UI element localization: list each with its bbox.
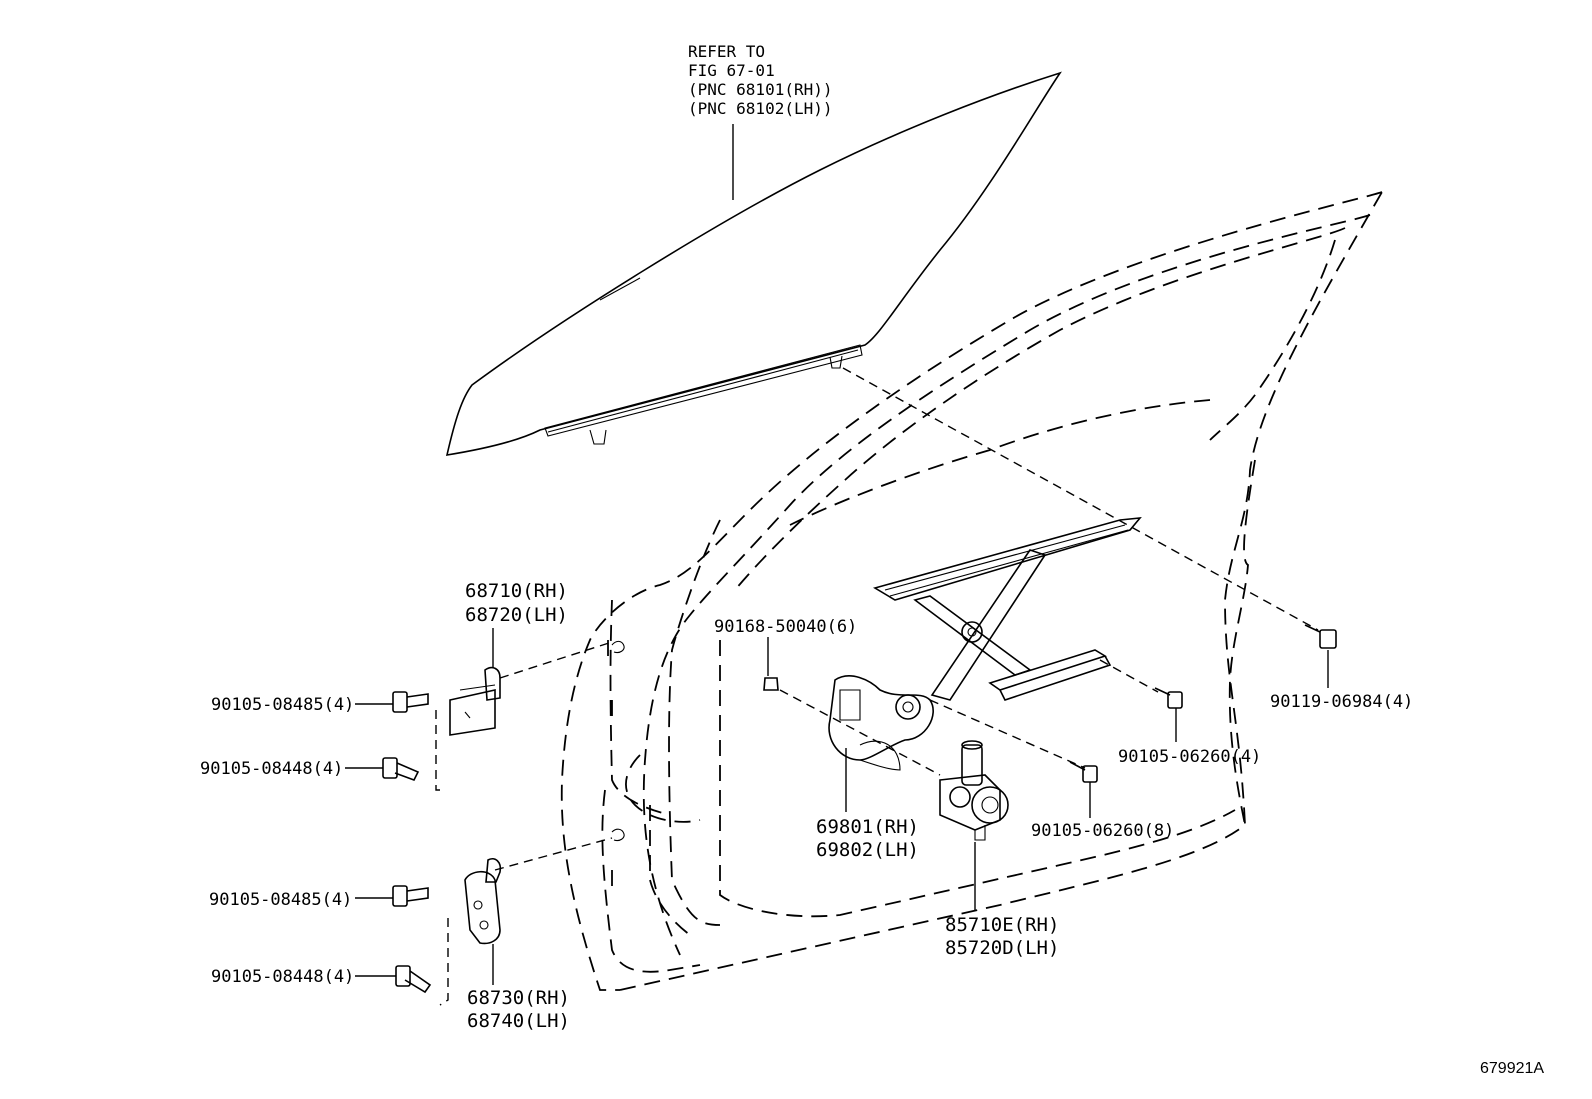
refer-label-line4: (PNC 68102(LH)) [688,99,833,118]
door-outline [560,191,1383,991]
regulator-part-rh[interactable]: 69801(RH) [816,816,919,838]
bolt-right-part[interactable]: 90119-06984(4) [1270,692,1414,712]
hinge-upper-part-rh[interactable]: 68710(RH) [465,580,568,602]
refer-label-line2: FIG 67-01 [688,61,775,80]
hinge-lower-part-rh[interactable]: 68730(RH) [467,987,570,1009]
bolt-regulator-part[interactable]: 90105-06260(4) [1118,747,1262,767]
motor-part-lh[interactable]: 85720D(LH) [945,937,1060,959]
regulator-motor[interactable] [939,740,1009,841]
bolt-icon-right [1304,624,1337,649]
refer-label-line3: (PNC 68101(RH)) [688,80,833,99]
bolt-lower-2-part[interactable]: 90105-08448(4) [211,967,355,987]
screw-top-part[interactable]: 90168-50040(6) [714,617,858,637]
bolt-icon-regulator [1154,687,1183,709]
window-regulator[interactable] [828,517,1142,771]
bolt-upper-1-part[interactable]: 90105-08485(4) [211,695,355,715]
bolt-motor-part[interactable]: 90105-06260(8) [1031,821,1175,841]
bolt-lower-1-part[interactable]: 90105-08485(4) [209,890,353,910]
hinge-lower-part-lh[interactable]: 68740(LH) [467,1010,570,1032]
bolt-icon-lower-2 [395,965,432,994]
hinge-upper-part-lh[interactable]: 68720(LH) [465,604,568,626]
figure-id: 679921A [1480,1060,1545,1077]
bolt-icon-motor [1069,761,1098,783]
door-glass[interactable] [445,71,1062,456]
lower-hinge[interactable] [464,857,502,945]
bolt-icon-upper-1 [392,691,429,713]
bolt-icon-upper-2 [382,757,420,781]
bolt-upper-2-part[interactable]: 90105-08448(4) [200,759,344,779]
regulator-part-lh[interactable]: 69802(LH) [816,839,919,861]
leader-lines [345,124,1329,1006]
upper-hinge[interactable] [449,666,501,736]
refer-label-line1: REFER TO [688,42,766,61]
bolt-icon-lower-1 [392,885,429,907]
motor-part-rh[interactable]: 85710E(RH) [945,914,1060,936]
screw-icon-top [763,677,779,691]
